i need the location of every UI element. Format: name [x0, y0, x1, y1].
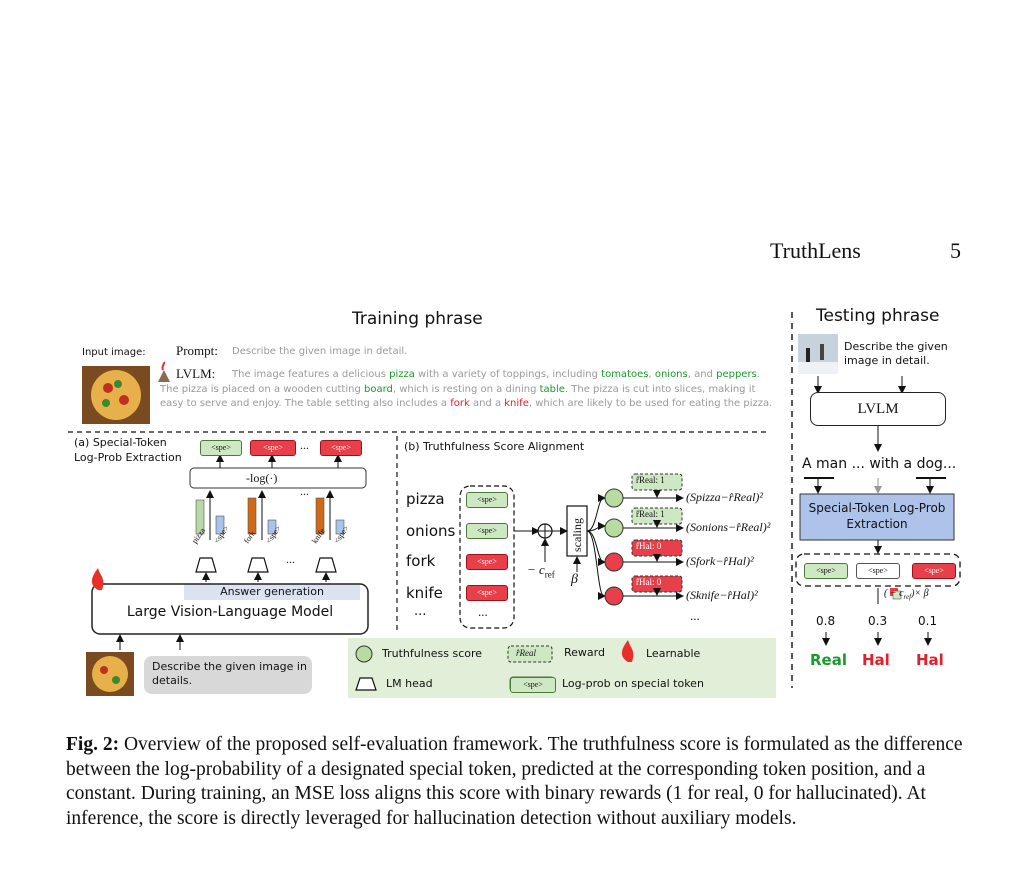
- testing-title: Testing phrase: [816, 306, 940, 326]
- figure-caption: Fig. 2: Overview of the proposed self-ev…: [66, 734, 963, 829]
- scaling-label: scaling: [570, 518, 584, 552]
- bar-ellipsis: ...: [286, 552, 295, 566]
- prompt-text: Describe the given image in detail.: [232, 346, 408, 357]
- test-token-3: <spe>: [912, 563, 956, 579]
- response-segment: , which is resting on a dining: [392, 383, 540, 395]
- word-knife: knife: [406, 584, 443, 602]
- response-segment: table: [539, 383, 565, 395]
- formula-pizza: (Spizza−r̂Real)²: [686, 490, 764, 504]
- word-fork: fork: [406, 552, 436, 570]
- prompt-label: Prompt:: [176, 343, 218, 358]
- response-segment: . The pizza is placed on a wooden cuttin…: [160, 369, 760, 395]
- formula-ellipsis: ...: [690, 608, 700, 623]
- response-segment: knife: [504, 398, 529, 409]
- response-segment: fork: [450, 398, 470, 409]
- section-b-title: (b) Truthfulness Score Alignment: [404, 440, 585, 453]
- answer-generation: Answer generation: [220, 585, 324, 598]
- input-prompt: Describe the given image in details.: [152, 660, 307, 687]
- response-segment: onions: [654, 369, 688, 380]
- word-ellipsis: ...: [414, 604, 427, 619]
- formula-onions: (Sonions−r̂Real)²: [686, 520, 771, 534]
- top-token-red-2: <spe>: [320, 440, 362, 456]
- score-value-1: 0.8: [816, 614, 836, 628]
- response-segment: ,: [648, 369, 655, 380]
- test-lvlm-box: LVLM: [810, 392, 946, 426]
- top-ellipsis: ...: [300, 438, 309, 452]
- test-sentence: A man ... with a dog...: [802, 456, 957, 472]
- test-token-2: <spe>: [856, 563, 900, 579]
- legend-reward-symbol: r̂Real: [516, 648, 536, 658]
- test-prompt: Describe the given image in detail.: [844, 340, 948, 367]
- reward-3: r̂Hal: 0: [636, 541, 662, 551]
- mid-ellipsis: ...: [300, 484, 309, 498]
- word-onions: onions: [406, 522, 456, 540]
- test-token-1: <spe>: [804, 563, 848, 579]
- lvlm-response: The image features a delicious pizza wit…: [160, 368, 774, 412]
- score-value-3: 0.1: [918, 614, 938, 628]
- running-title: TruthLens: [770, 238, 861, 263]
- top-token-green: <spe>: [200, 440, 242, 456]
- input-image-label: Input image:: [82, 347, 146, 358]
- word-token-fork: <spe>: [466, 554, 508, 570]
- beta-symbol: β: [571, 572, 578, 587]
- top-token-red: <spe>: [250, 440, 296, 456]
- response-segment: and a: [469, 398, 505, 409]
- scale-formula: ( − cref)× β: [884, 588, 929, 601]
- section-a-title-1: (a) Special-Token: [74, 436, 167, 449]
- legend-score: Truthfulness score: [382, 647, 483, 660]
- model-name: Large Vision-Language Model: [126, 604, 334, 620]
- legend-spe-token: <spe>: [510, 677, 556, 693]
- reward-1: r̂Real: 1: [636, 475, 665, 485]
- result-label-2: Hal: [862, 651, 890, 669]
- score-value-2: 0.3: [868, 614, 888, 628]
- reward-4: r̂Hal: 0: [636, 577, 662, 587]
- word-token-knife: <spe>: [466, 585, 508, 601]
- response-segment: with a variety of toppings, including: [414, 369, 602, 380]
- response-segment: board: [364, 383, 393, 395]
- pizza-image-top: [82, 366, 150, 424]
- page-number: 5: [950, 238, 961, 263]
- response-segment: , and: [687, 369, 717, 380]
- result-label-1: Real: [810, 651, 847, 669]
- response-segment: The image features a delicious: [232, 369, 390, 380]
- token-ellipsis: ...: [478, 604, 488, 619]
- word-token-pizza: <spe>: [466, 492, 508, 508]
- response-segment: peppers: [716, 369, 757, 380]
- reward-2: r̂Real: 1: [636, 509, 665, 519]
- lvlm-label: LVLM:: [176, 366, 216, 381]
- response-segment: . The pizza is cut into slices, making i…: [160, 383, 756, 410]
- formula-fork: (Sfork−r̂Hal)²: [686, 554, 754, 568]
- word-pizza: pizza: [406, 490, 445, 508]
- result-label-3: Hal: [916, 651, 944, 669]
- legend-reward: Reward: [564, 646, 605, 659]
- response-segment: pizza: [389, 369, 415, 380]
- formula-knife: (Sknife−r̂Hal)²: [686, 588, 758, 602]
- minus-cref: − cref: [527, 562, 555, 580]
- response-segment: , which are likely to be used for eating…: [528, 398, 773, 409]
- response-segment: tomatoes: [601, 369, 649, 380]
- section-a-title-2: Log-Prob Extraction: [74, 451, 182, 464]
- word-token-onions: <spe>: [466, 523, 508, 539]
- neg-log-label: -log(·): [246, 471, 278, 485]
- training-title: Training phrase: [352, 309, 483, 329]
- extraction-box: Special-Token Log-Prob Extraction: [808, 501, 946, 531]
- legend-lm-head: LM head: [386, 677, 433, 690]
- legend-learnable: Learnable: [646, 647, 701, 660]
- legend-logprob: Log-prob on special token: [562, 677, 704, 690]
